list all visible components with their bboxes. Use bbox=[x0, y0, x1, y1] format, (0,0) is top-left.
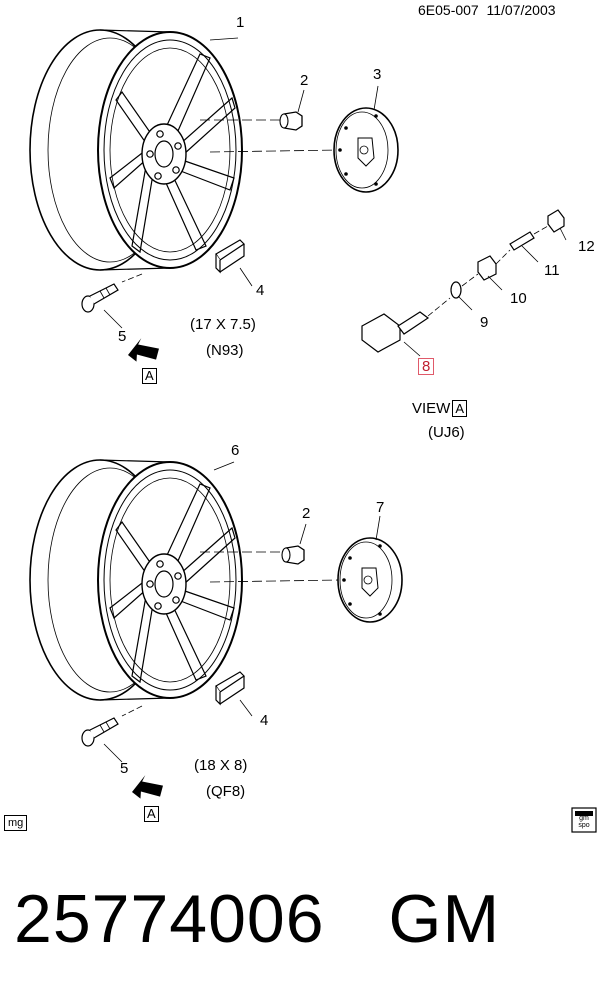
diagram-date: 11/07/2003 bbox=[486, 2, 556, 18]
wheel-18-illustration bbox=[29, 459, 243, 701]
callout-8-highlighted[interactable]: 8 bbox=[418, 358, 435, 375]
wheel-17-illustration bbox=[29, 29, 243, 271]
callout-11: 11 bbox=[544, 262, 560, 279]
view-a-marker[interactable]: A bbox=[142, 368, 157, 384]
mg-tag: mg bbox=[4, 815, 28, 831]
diagram-header: 6E05-007 11/07/2003 bbox=[418, 2, 556, 18]
wheel-option-label: (N93) bbox=[206, 342, 244, 359]
gm-spo-logo-text: gm spo bbox=[578, 815, 590, 829]
callout-2-bottom: 2 bbox=[302, 505, 311, 522]
callout-5-top: 5 bbox=[118, 328, 127, 345]
wheel-size-label-bottom: (18 X 8) bbox=[194, 757, 248, 774]
callout-9: 9 bbox=[480, 314, 489, 331]
gm-spo-logo-icon bbox=[571, 807, 597, 833]
view-a-marker-bottom[interactable]: A bbox=[144, 806, 159, 822]
callout-4-top: 4 bbox=[256, 282, 265, 299]
diagram-code: 6E05-007 bbox=[418, 2, 479, 18]
callout-1: 1 bbox=[236, 14, 245, 31]
part-number: 25774006 bbox=[14, 881, 325, 957]
callout-6: 6 bbox=[231, 442, 240, 459]
callout-7: 7 bbox=[376, 499, 385, 516]
view-title-marker: A bbox=[452, 400, 468, 417]
callout-12: 12 bbox=[578, 238, 595, 255]
callout-10: 10 bbox=[510, 290, 527, 307]
callout-2-top: 2 bbox=[300, 72, 309, 89]
brand: GM bbox=[388, 881, 501, 957]
wheel-size-label: (17 X 7.5) bbox=[190, 316, 256, 333]
view-title: VIEW bbox=[412, 400, 451, 417]
callout-3: 3 bbox=[373, 66, 382, 83]
part-number-line: 25774006 GM bbox=[14, 880, 500, 958]
view-a-option-label: (UJ6) bbox=[428, 424, 465, 441]
wheel-option-label-bottom: (QF8) bbox=[206, 783, 246, 800]
callout-5-bottom: 5 bbox=[120, 760, 129, 777]
tpms-sensor-illustration bbox=[361, 209, 565, 357]
callout-4-bottom: 4 bbox=[260, 712, 269, 729]
leader-line bbox=[209, 37, 239, 41]
